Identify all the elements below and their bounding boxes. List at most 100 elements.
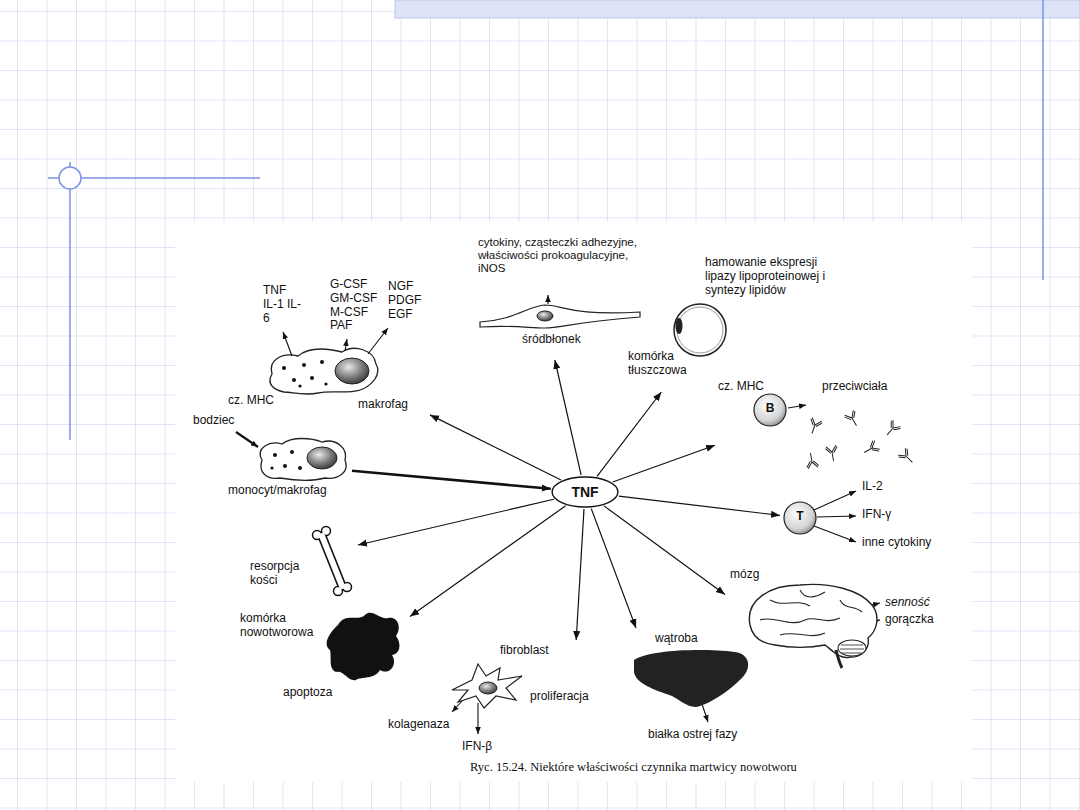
effect-arrow xyxy=(410,506,566,617)
tumor-cell xyxy=(327,613,400,680)
slide-decoration xyxy=(69,162,71,440)
b-cell xyxy=(754,394,786,426)
slide-decoration xyxy=(1042,0,1044,280)
monocyte-node: bodziec monocyt/makrofag xyxy=(190,412,352,502)
cell-label: monocyt/makrofag xyxy=(228,484,327,498)
cell-label: cytokiny, cząsteczki adhezyjne, właściwo… xyxy=(478,236,650,276)
macrophage-node: TNF IL-1 IL-6 G-CSF GM-CSF M-CSF PAFNGF P… xyxy=(225,276,430,418)
bone xyxy=(313,527,352,596)
cell-label: przeciwciała xyxy=(822,380,887,394)
text-slot: resorpcja kości xyxy=(250,560,312,588)
fibroblast-drawing xyxy=(452,664,522,708)
cell-label: komórka tłuszczowa xyxy=(628,350,694,378)
brain xyxy=(838,640,866,656)
cell-label: TNF IL-1 IL-6 xyxy=(263,284,301,325)
leader-arrow xyxy=(814,526,856,542)
brain xyxy=(780,633,825,636)
fat-cell xyxy=(676,318,683,334)
leader-arrow xyxy=(788,405,806,408)
leader-arrow xyxy=(817,516,856,517)
fibroblast-node: fibroblastproliferacjakolagenazaIFN-β xyxy=(385,640,591,758)
text-slot: inne cytokiny xyxy=(862,536,931,550)
brain xyxy=(749,584,877,668)
effect-arrow xyxy=(619,496,780,515)
effect-arrow xyxy=(591,509,636,628)
antibody xyxy=(898,448,917,467)
monocyte-drawing xyxy=(307,447,337,469)
effect-arrow xyxy=(576,509,584,640)
effect-arrow xyxy=(597,392,661,476)
effect-arrow xyxy=(555,360,581,475)
text-slot: senność xyxy=(885,596,930,610)
fat-cell xyxy=(674,304,726,356)
cell-label: gorączka xyxy=(885,613,934,627)
leader-arrow xyxy=(702,704,708,722)
cell-label: bodziec xyxy=(193,414,234,428)
brain xyxy=(800,590,825,597)
effect-arrow xyxy=(352,471,551,489)
cell-label: wątroba xyxy=(655,632,698,646)
text-slot: T xyxy=(792,510,808,524)
text-slot: proliferacja xyxy=(530,690,589,704)
monocyte-drawing xyxy=(283,464,287,468)
brain xyxy=(840,645,864,653)
leader-arrow xyxy=(283,295,880,734)
cell-label: białka ostrej fazy xyxy=(648,728,737,742)
macrophage-drawing xyxy=(298,384,301,387)
antibody xyxy=(805,452,819,469)
brain xyxy=(749,584,877,657)
text-slot: cz. MHC xyxy=(228,394,274,408)
b-cell xyxy=(754,394,786,426)
macrophage-drawing xyxy=(335,358,369,384)
text-slot: TNF xyxy=(550,475,620,509)
antibody xyxy=(883,420,902,439)
macrophage-drawing xyxy=(302,363,306,367)
text-slot: makrofag xyxy=(358,398,408,412)
monocyte-drawing xyxy=(273,453,277,457)
text-slot: G-CSF GM-CSF M-CSF PAF xyxy=(330,278,380,333)
text-slot: monocyt/makrofag xyxy=(228,484,327,498)
cell-label: proliferacja xyxy=(530,690,589,704)
brain xyxy=(760,618,840,623)
text-slot: B xyxy=(762,402,778,416)
text-slot: białka ostrej fazy xyxy=(648,728,737,742)
tnf-ellipse xyxy=(552,477,618,507)
cell-label: hamowanie ekspresji lipazy lipoproteinow… xyxy=(705,256,839,297)
endothelial-cell xyxy=(480,305,640,328)
top-bar xyxy=(395,0,1080,18)
liver-node: wątroba białka ostrej fazy xyxy=(630,628,760,745)
cell-label: NGF PDGF EGF xyxy=(388,280,428,321)
cell-label: mózg xyxy=(730,568,759,582)
figure-caption: Ryc. 15.24. Niektóre właściwości czynnik… xyxy=(470,760,797,774)
macrophage-drawing xyxy=(320,360,324,364)
leader-arrow xyxy=(814,491,856,510)
cell-label: śródbłonek xyxy=(522,333,581,347)
text-slot: hamowanie ekspresji lipazy lipoproteinow… xyxy=(705,256,839,297)
cell-label: T xyxy=(792,510,808,524)
cell-label: inne cytokiny xyxy=(862,536,931,550)
antibody xyxy=(825,445,839,462)
text-slot: cytokiny, cząsteczki adhezyjne, właściwo… xyxy=(478,236,650,276)
text-slot: kolagenaza xyxy=(388,718,449,732)
fibroblast-drawing xyxy=(479,682,497,694)
text-slot: gorączka xyxy=(885,613,934,627)
leader-arrow xyxy=(345,339,347,351)
cell-label: IL-2 xyxy=(862,480,883,494)
antibody xyxy=(861,440,880,458)
cell-label: B xyxy=(762,402,778,416)
endothelial-cell xyxy=(480,305,640,328)
t-cell-node: TIL-2IFN-γinne cytokiny xyxy=(780,476,950,556)
monocyte-drawing xyxy=(270,466,273,469)
cell-label: apoptoza xyxy=(283,686,332,700)
text-slot: cz. MHC xyxy=(718,380,764,394)
leader-arrow xyxy=(283,332,292,356)
monocyte-drawing xyxy=(298,466,302,470)
t-cell xyxy=(784,502,816,534)
text-slot: IFN-β xyxy=(462,740,492,754)
text-slot: apoptoza xyxy=(283,686,332,700)
leader-arrow xyxy=(368,328,388,354)
bone xyxy=(322,536,342,586)
